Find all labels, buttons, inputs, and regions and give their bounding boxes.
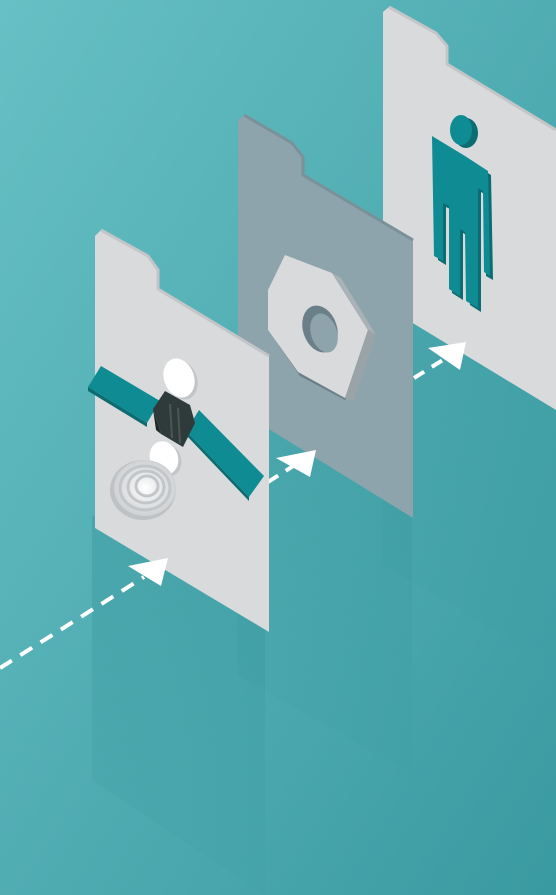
isometric-workflow-scene (0, 0, 556, 895)
